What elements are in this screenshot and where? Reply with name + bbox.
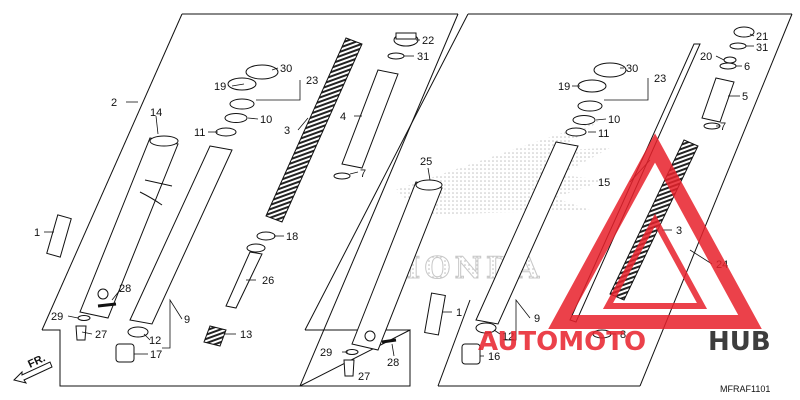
part-label-30-right: 30 [626, 63, 638, 75]
left-fork-assembly [46, 32, 419, 363]
part-label-3: 3 [284, 125, 290, 137]
part-label-9-right: 9 [534, 313, 540, 325]
part-label-3-right: 3 [676, 225, 682, 237]
part-label-28: 28 [119, 283, 131, 295]
fork-inner-tube-left [129, 145, 233, 325]
part-label-6: 6 [744, 61, 750, 73]
part-label-1-right: 1 [456, 307, 462, 319]
part-label-10: 10 [260, 114, 272, 126]
part-label-28-right: 28 [387, 357, 399, 369]
part-label-18: 18 [286, 231, 298, 243]
spring-collar-left [341, 69, 399, 169]
dust-seal-right [461, 343, 481, 365]
part-label-11-right: 11 [598, 128, 609, 140]
part-label-2: 2 [111, 97, 117, 109]
part-label-14: 14 [150, 107, 162, 119]
front-direction-arrow: FR. [13, 352, 53, 384]
part-label-19: 19 [214, 81, 226, 93]
fork-inner-tube-right [475, 141, 579, 325]
damper-rod-left [225, 251, 263, 309]
dust-seal-left [115, 343, 135, 363]
fork-guard-left [46, 214, 72, 258]
part-label-29-right: 29 [320, 347, 332, 359]
part-label-17: 17 [150, 349, 162, 361]
part-label-31: 31 [417, 51, 429, 63]
part-label-31-right: 31 [756, 42, 768, 54]
part-label-19-right: 19 [558, 81, 570, 93]
part-label-20: 20 [700, 51, 712, 63]
fork-outer-tube-left [79, 135, 179, 319]
part-label-10-right: 10 [608, 114, 620, 126]
part-labels-left: 2 14 1 28 29 27 12 17 9 19 30 23 10 11 3… [34, 35, 434, 361]
part-label-15: 15 [598, 177, 610, 189]
watermark-text-hub: HUB [708, 327, 771, 357]
part-label-23-right: 23 [654, 73, 666, 85]
part-label-25: 25 [420, 156, 432, 168]
diagram-code: MFRAF1101 [720, 384, 770, 394]
part-label-27-right: 27 [358, 371, 370, 383]
part-label-22: 22 [422, 35, 434, 47]
part-label-7-right: 7 [720, 121, 726, 133]
part-label-1: 1 [34, 227, 40, 239]
part-label-21: 21 [756, 31, 768, 43]
part-label-9: 9 [184, 314, 190, 326]
part-labels-right: 25 1 9 12 16 29 28 27 19 30 23 10 11 15 … [320, 31, 768, 383]
part-label-8: 8 [620, 329, 626, 341]
part-label-12-right: 12 [502, 331, 514, 343]
part-label-30: 30 [280, 63, 292, 75]
fork-spring-left [265, 37, 363, 223]
leader-lines [44, 33, 755, 377]
part-label-27: 27 [95, 329, 107, 341]
frame-lines [41, 13, 793, 387]
watermark-text-auto: AUTOMOTO [478, 327, 646, 357]
part-label-16: 16 [488, 351, 500, 363]
drain-bolt-left [75, 325, 87, 341]
part-label-12: 12 [149, 335, 161, 347]
part-label-5: 5 [742, 91, 748, 103]
slide-bushing-left [127, 326, 149, 338]
fork-guard-right [424, 292, 446, 336]
part-label-7: 7 [360, 168, 366, 180]
part-label-29: 29 [51, 311, 63, 323]
part-label-13: 13 [240, 329, 252, 341]
part-label-11: 11 [194, 127, 205, 139]
part-label-23: 23 [306, 75, 318, 87]
arrow-icon [13, 361, 53, 384]
automotohub-watermark: AUTOMOTO HUB [478, 133, 771, 357]
part-label-4: 4 [340, 111, 346, 123]
part-label-26: 26 [262, 275, 274, 287]
